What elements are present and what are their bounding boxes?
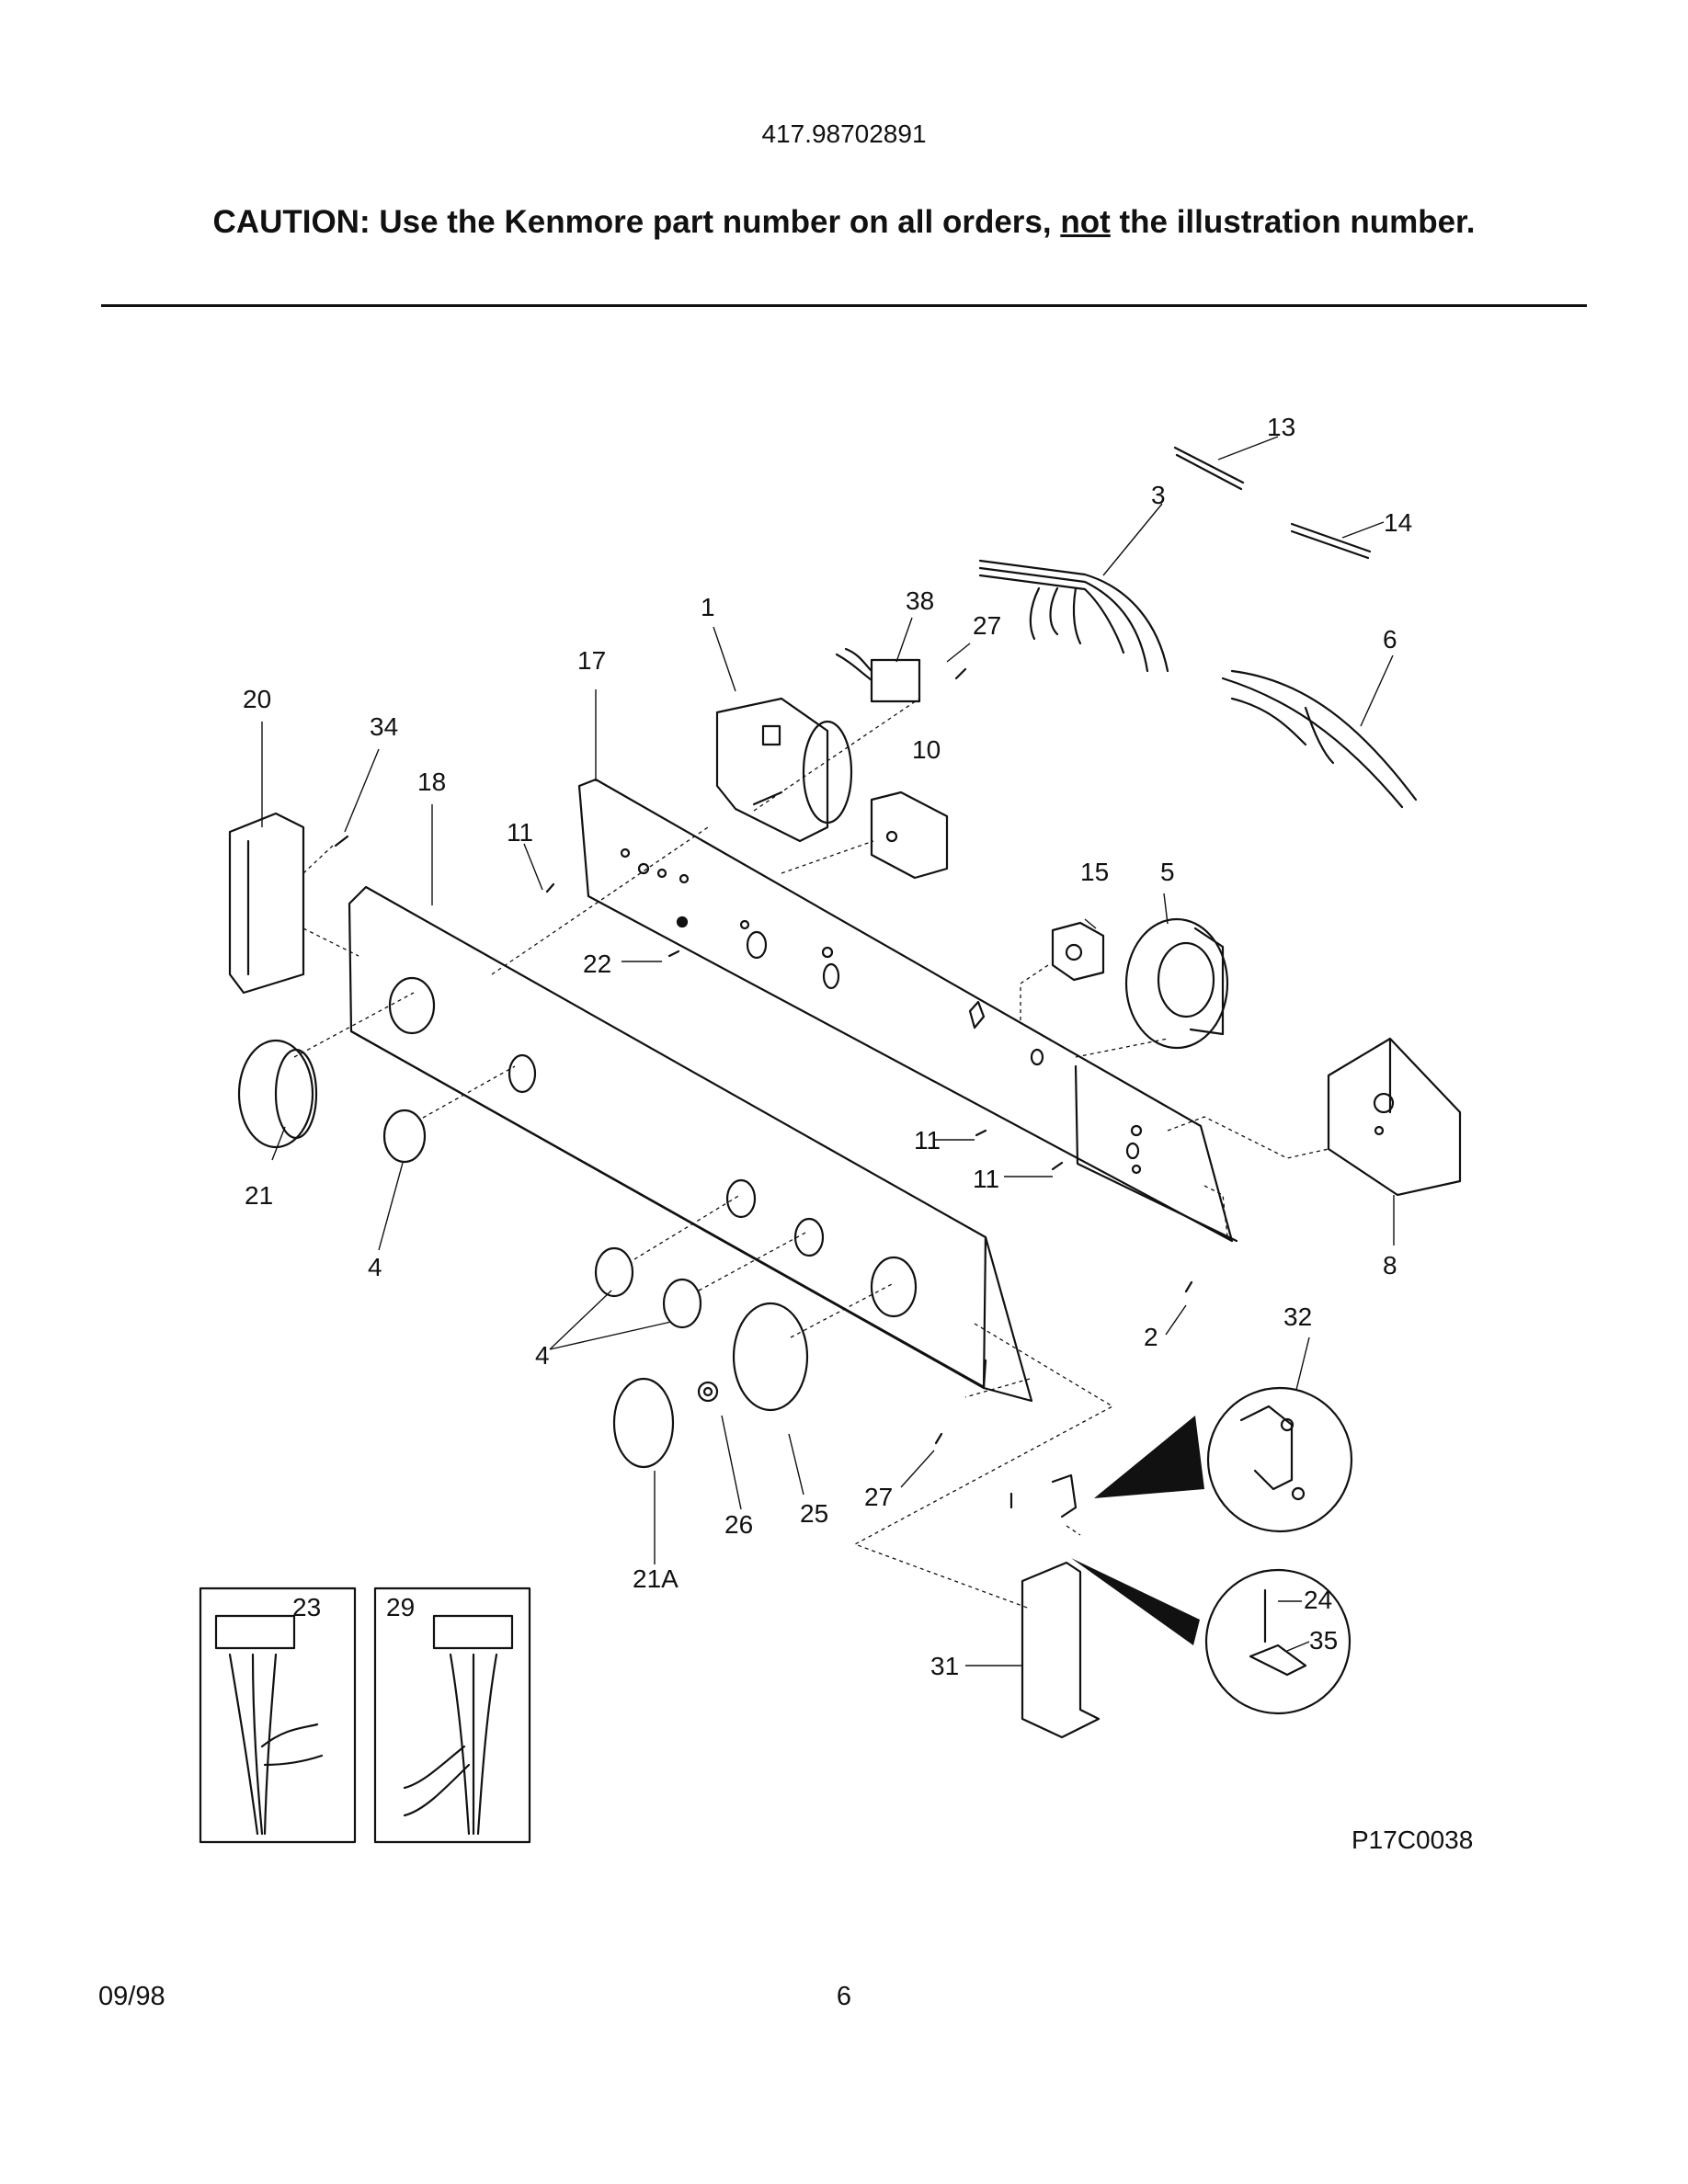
jumper-wire-14 bbox=[1290, 522, 1372, 560]
callout-29: 29 bbox=[386, 1593, 415, 1621]
callout-21: 21 bbox=[245, 1181, 273, 1210]
wire-harness-secondary bbox=[1221, 669, 1418, 809]
screws bbox=[334, 667, 1193, 1509]
caution-text-emphasis: not bbox=[1060, 204, 1111, 240]
callout-5: 5 bbox=[1160, 858, 1175, 886]
bracket-32 bbox=[1051, 1473, 1078, 1519]
knob-4-a bbox=[382, 1109, 427, 1164]
callout-4-bottom: 4 bbox=[535, 1341, 550, 1370]
leader-lines bbox=[261, 436, 1395, 1666]
header-divider bbox=[101, 304, 1587, 307]
knob-4-c bbox=[662, 1278, 702, 1329]
callout-26: 26 bbox=[724, 1510, 753, 1539]
selector-5 bbox=[1124, 917, 1229, 1050]
callout-bubble-32 bbox=[1094, 1386, 1353, 1533]
callout-31: 31 bbox=[930, 1652, 959, 1680]
callout-15: 15 bbox=[1080, 858, 1109, 886]
callout-14: 14 bbox=[1384, 508, 1412, 537]
callout-35: 35 bbox=[1309, 1626, 1338, 1655]
caution-notice: CAUTION: Use the Kenmore part number on … bbox=[0, 204, 1688, 241]
callout-34: 34 bbox=[370, 712, 398, 741]
control-panel bbox=[348, 885, 1033, 1403]
harness-inset-23 bbox=[199, 1587, 357, 1844]
callout-27-bottom: 27 bbox=[864, 1483, 893, 1511]
knob-4-b bbox=[594, 1246, 634, 1298]
callout-25: 25 bbox=[800, 1499, 828, 1528]
caution-text-start: CAUTION: Use the Kenmore part number on … bbox=[212, 204, 1061, 240]
caution-text-end: the illustration number. bbox=[1110, 204, 1476, 240]
jumper-wire-13 bbox=[1173, 446, 1245, 491]
footer-date: 09/98 bbox=[98, 1982, 165, 2011]
figure-code: P17C0038 bbox=[1352, 1826, 1474, 1854]
page-number: 6 bbox=[836, 1982, 852, 2011]
assembly-guide-lines bbox=[293, 698, 1329, 1610]
control-board bbox=[1327, 1037, 1462, 1197]
timer bbox=[715, 697, 853, 843]
harness-inset-29 bbox=[373, 1587, 531, 1844]
callout-8: 8 bbox=[1383, 1251, 1397, 1280]
callout-18: 18 bbox=[417, 768, 446, 796]
skirt-25 bbox=[732, 1302, 809, 1412]
end-cap-right bbox=[1021, 1561, 1101, 1739]
wire-harness-main bbox=[978, 559, 1169, 673]
callout-32: 32 bbox=[1283, 1302, 1312, 1331]
callout-13: 13 bbox=[1267, 413, 1295, 441]
callout-24: 24 bbox=[1304, 1586, 1332, 1614]
end-cap-left bbox=[228, 812, 305, 995]
washer-26 bbox=[697, 1381, 719, 1403]
relay bbox=[835, 647, 921, 703]
callout-bubble-24-35 bbox=[1071, 1558, 1352, 1715]
callout-21a: 21A bbox=[633, 1564, 679, 1593]
callout-1: 1 bbox=[701, 593, 715, 621]
callout-23: 23 bbox=[292, 1593, 321, 1621]
callout-11-mid: 11 bbox=[914, 1126, 941, 1155]
model-number: 417.98702891 bbox=[761, 119, 927, 148]
callout-38: 38 bbox=[906, 586, 934, 615]
selector-switch bbox=[870, 791, 949, 880]
callout-6: 6 bbox=[1383, 625, 1397, 654]
callout-2: 2 bbox=[1144, 1323, 1158, 1351]
callout-11-top: 11 bbox=[507, 818, 533, 847]
switch-15 bbox=[1051, 921, 1105, 982]
callout-22: 22 bbox=[583, 950, 611, 978]
callout-4-left: 4 bbox=[368, 1253, 382, 1281]
callout-10: 10 bbox=[912, 735, 941, 764]
callout-11-low: 11 bbox=[973, 1165, 999, 1193]
callout-17: 17 bbox=[577, 646, 606, 675]
knob-21a bbox=[612, 1377, 675, 1469]
knob-21 bbox=[237, 1039, 318, 1149]
callout-labels: 1 38 27 3 13 14 6 17 10 20 34 18 11 15 5… bbox=[243, 413, 1412, 1680]
rear-bracket bbox=[577, 778, 1238, 1243]
callout-20: 20 bbox=[243, 685, 271, 713]
callout-27-top: 27 bbox=[973, 611, 1001, 640]
callout-3: 3 bbox=[1151, 481, 1166, 509]
